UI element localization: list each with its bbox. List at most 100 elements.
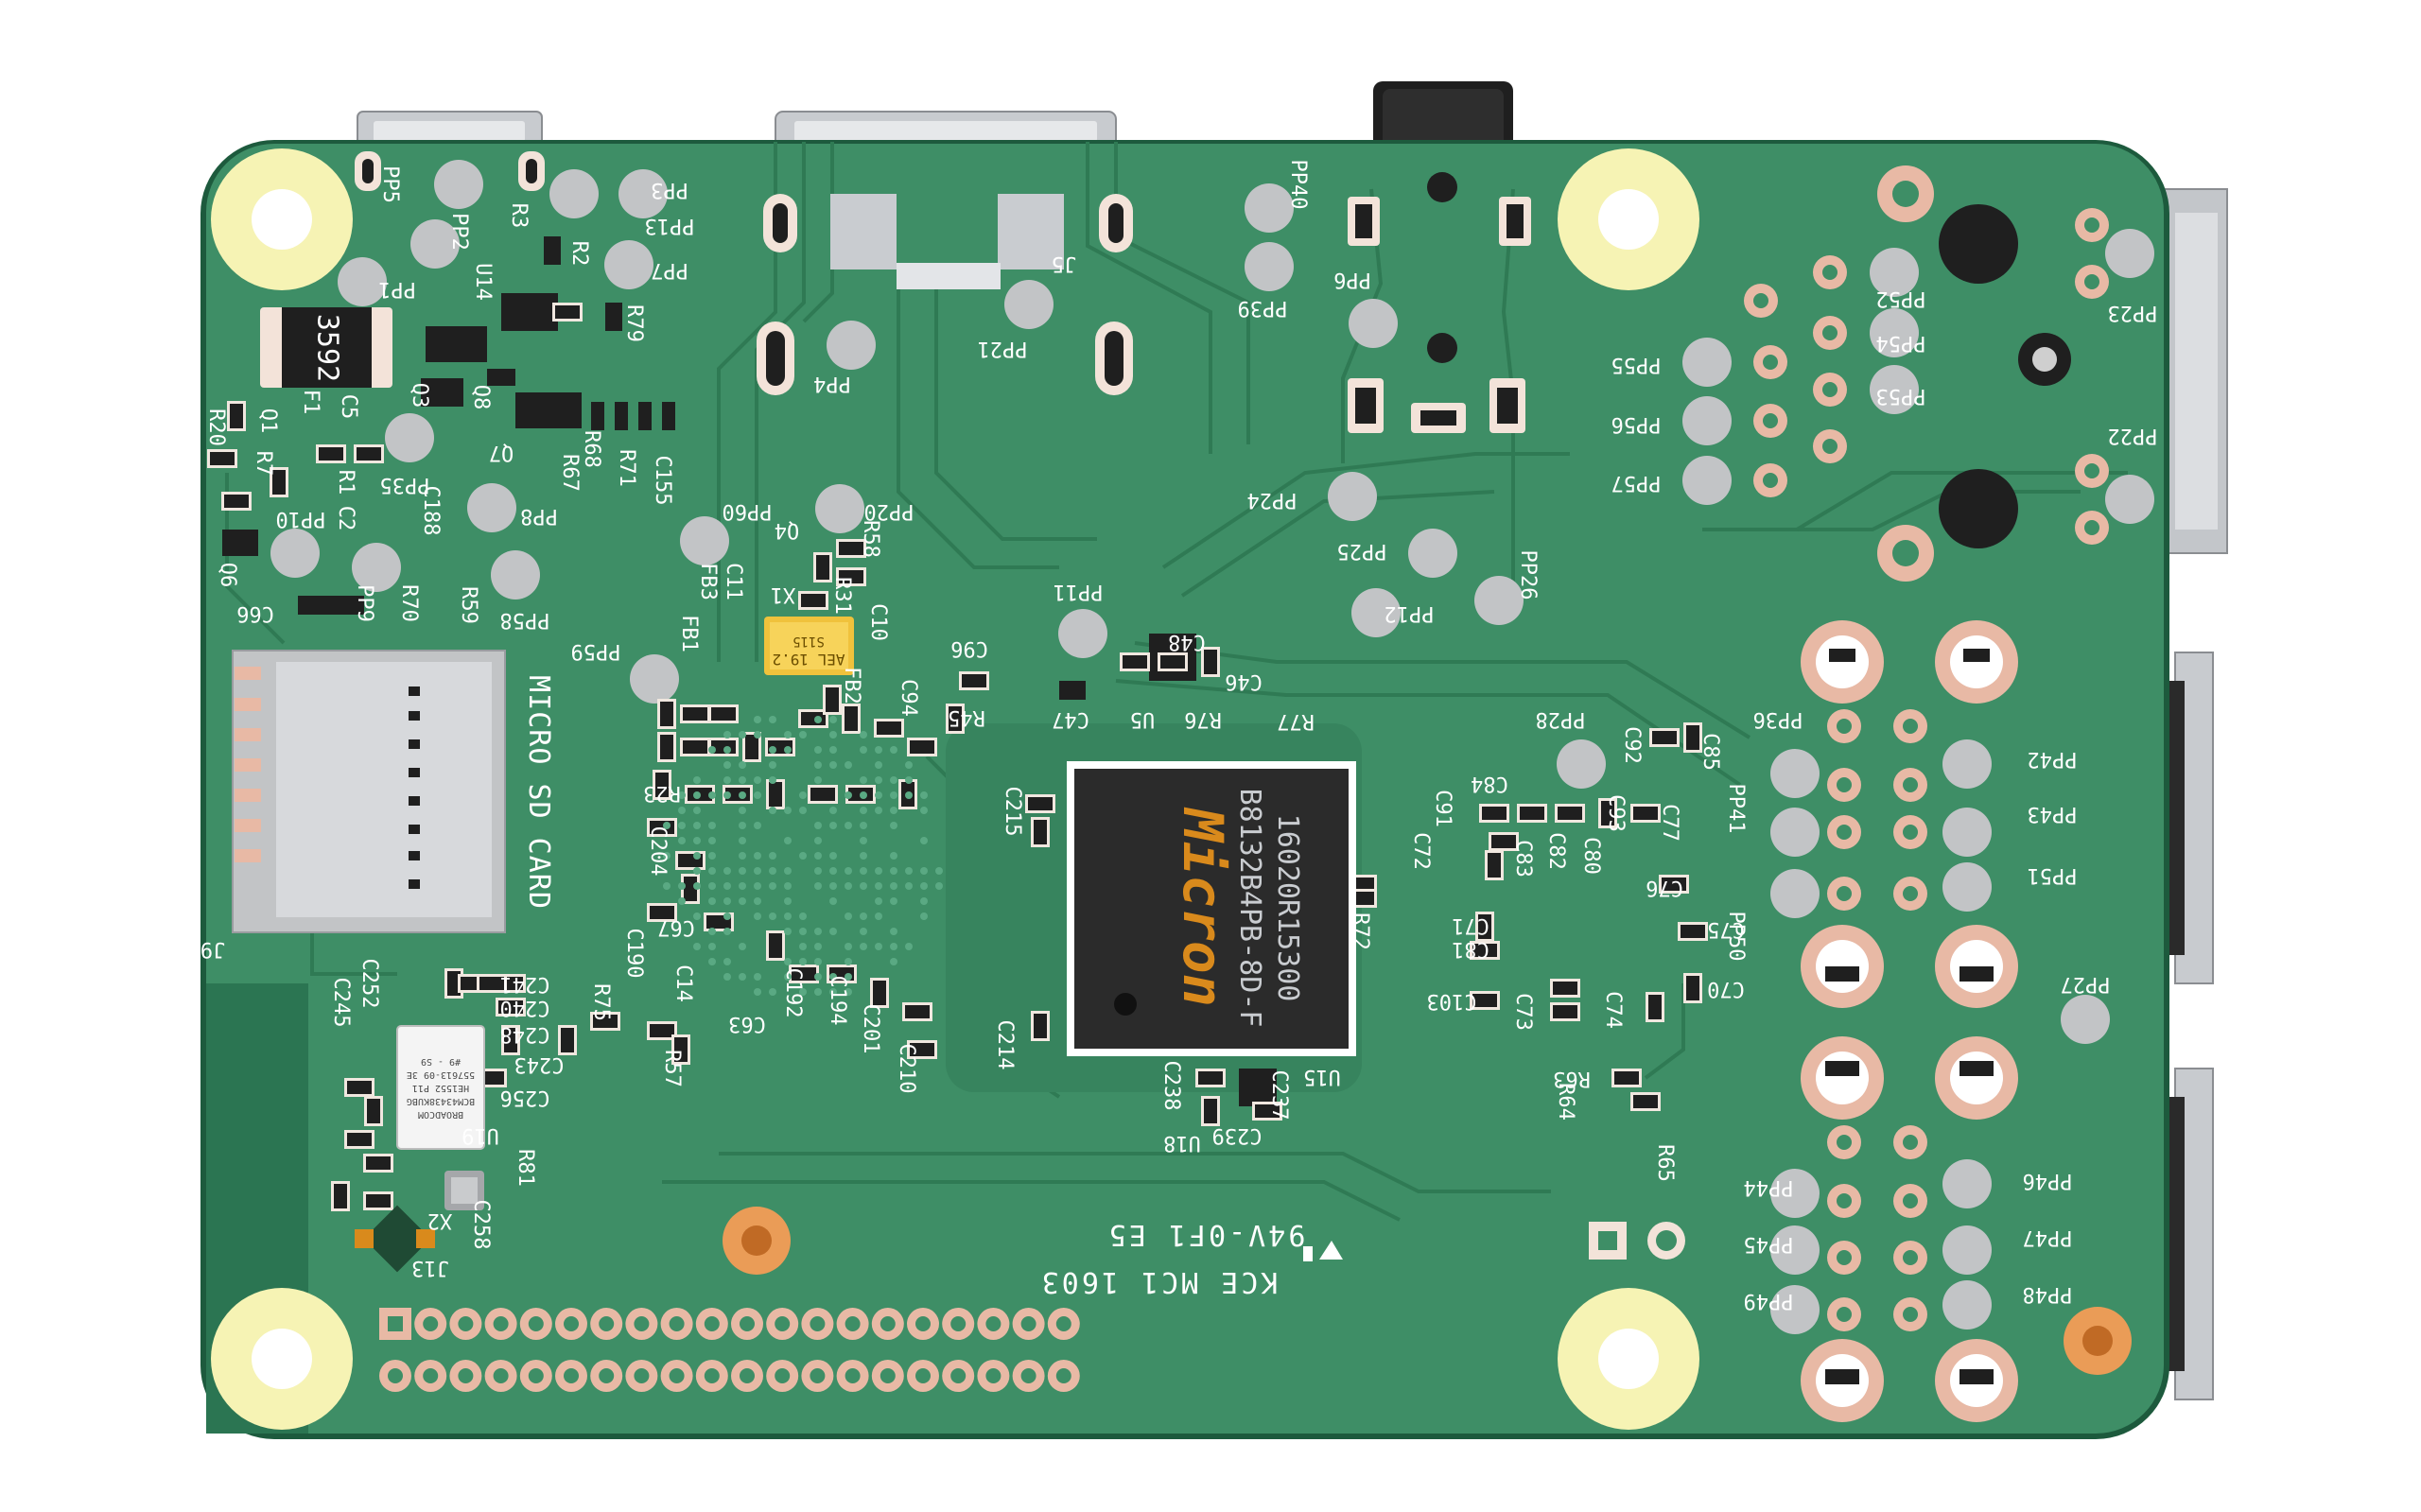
- bga-via: [935, 882, 943, 890]
- bga-via: [784, 837, 792, 844]
- bga-via: [784, 807, 792, 814]
- ref-designator-r2: R2: [567, 241, 591, 267]
- ref-designator-c103: C103: [1427, 989, 1477, 1013]
- passive-body: [1553, 1005, 1577, 1018]
- bga-via: [739, 731, 746, 739]
- bga-via: [723, 761, 731, 769]
- test-points: [270, 160, 2154, 1334]
- ref-designator-c5: C5: [337, 394, 360, 420]
- bga-via: [769, 988, 776, 996]
- passive-body: [801, 712, 826, 725]
- passive-body: [347, 1081, 372, 1094]
- gpio-pin-hole: [528, 1316, 544, 1331]
- bga-via: [708, 822, 716, 829]
- gpio-pin-hole: [669, 1316, 685, 1331]
- ref-designator-c47: C47: [1052, 707, 1089, 731]
- bga-via: [905, 882, 913, 890]
- bga-via: [723, 882, 731, 890]
- ref-designator-pp35: PP35: [380, 473, 430, 496]
- bga-via: [663, 852, 671, 860]
- ref-designator-pp12: PP12: [1385, 601, 1435, 625]
- gpio-pin-hole: [950, 1368, 967, 1383]
- ref-designator-pp45: PP45: [1744, 1232, 1794, 1256]
- passive-body: [877, 721, 901, 735]
- ref-designator-r79: R79: [622, 304, 646, 342]
- bga-via: [875, 897, 882, 905]
- bga-via: [814, 867, 822, 875]
- crystal-mark-2: S115: [792, 634, 825, 649]
- ref-designator-j9: J9: [200, 937, 226, 961]
- passive-body: [660, 702, 673, 726]
- ref-designator-c63: C63: [728, 1012, 766, 1035]
- ref-designator-r23: R23: [643, 781, 681, 805]
- bga-via: [920, 807, 928, 814]
- passive-body: [498, 1000, 523, 1014]
- passive-body: [447, 971, 461, 996]
- bga-via: [875, 791, 882, 799]
- hdmi-mount-slots: [355, 151, 1133, 395]
- ref-designator-r68: R68: [580, 430, 603, 468]
- passive-body: [910, 1043, 934, 1056]
- ref-designator-c10: C10: [866, 603, 890, 641]
- passive-body: [826, 687, 839, 712]
- ref-designator-pp20: PP20: [864, 499, 914, 523]
- ref-designator-q8: Q8: [469, 385, 493, 410]
- ref-designator-pp5: PP5: [378, 165, 402, 203]
- bga-via: [723, 746, 731, 754]
- passive-body: [1482, 807, 1507, 820]
- bga-via: [814, 928, 822, 935]
- ref-designator-j5: J5: [1052, 252, 1077, 275]
- passive-body: [357, 447, 381, 461]
- bga-via: [708, 867, 716, 875]
- ref-designator-q6: Q6: [216, 563, 239, 588]
- micro-sd-socket: MICRO SD CARD: [232, 650, 555, 933]
- ref-designator-c239: C239: [1212, 1123, 1263, 1147]
- ref-designator-r75: R75: [589, 983, 613, 1021]
- ref-designator-pp55: PP55: [1611, 353, 1662, 376]
- gpio-pin-hole: [1020, 1316, 1036, 1331]
- ref-designator-c204: C204: [646, 826, 670, 877]
- passive-body: [561, 1028, 574, 1052]
- passive-body: [366, 1194, 391, 1208]
- gpio-pin-hole: [915, 1368, 931, 1383]
- bga-via: [799, 988, 807, 996]
- bga-via: [829, 867, 837, 875]
- passive-components: [207, 303, 1708, 1211]
- ref-designator-r67: R67: [558, 454, 582, 492]
- passive-body: [210, 452, 235, 465]
- ref-designator-c243: C243: [514, 1052, 565, 1076]
- passive-body: [593, 1015, 618, 1028]
- bga-via: [754, 822, 761, 829]
- bga-via: [920, 912, 928, 920]
- bga-via: [799, 912, 807, 920]
- bga-via: [784, 958, 792, 965]
- ref-designator-c245: C245: [329, 978, 353, 1028]
- bga-via: [890, 882, 897, 890]
- ref-designator-r81: R81: [514, 1149, 537, 1187]
- passive-body: [1558, 807, 1582, 820]
- ref-designator-c81: C81: [1452, 937, 1489, 961]
- ref-designator-pp24: PP24: [1247, 488, 1298, 512]
- passive-body: [1472, 994, 1497, 1007]
- passive-body: [479, 1071, 504, 1085]
- bga-via: [769, 867, 776, 875]
- bga-via: [708, 852, 716, 860]
- bga-via: [829, 973, 837, 981]
- gpio-pin-hole: [458, 1316, 474, 1331]
- bga-via: [693, 852, 701, 860]
- ram-part-number: B8132B4PB-8D-F: [1233, 789, 1266, 1028]
- bga-via: [678, 837, 686, 844]
- passive-body: [347, 1133, 372, 1146]
- bga-via: [693, 807, 701, 814]
- ref-designator-u15: U15: [1303, 1065, 1341, 1088]
- ref-designator-c92: C92: [1620, 726, 1644, 764]
- bga-via: [723, 867, 731, 875]
- passive-body: [272, 470, 286, 495]
- ref-designator-pp2: PP2: [447, 213, 471, 251]
- gpio-pin-hole: [740, 1316, 755, 1331]
- bga-via: [739, 761, 746, 769]
- bga-via: [723, 958, 731, 965]
- bga-via: [769, 761, 776, 769]
- wifi-module-marking: HE1552 P11: [412, 1083, 469, 1093]
